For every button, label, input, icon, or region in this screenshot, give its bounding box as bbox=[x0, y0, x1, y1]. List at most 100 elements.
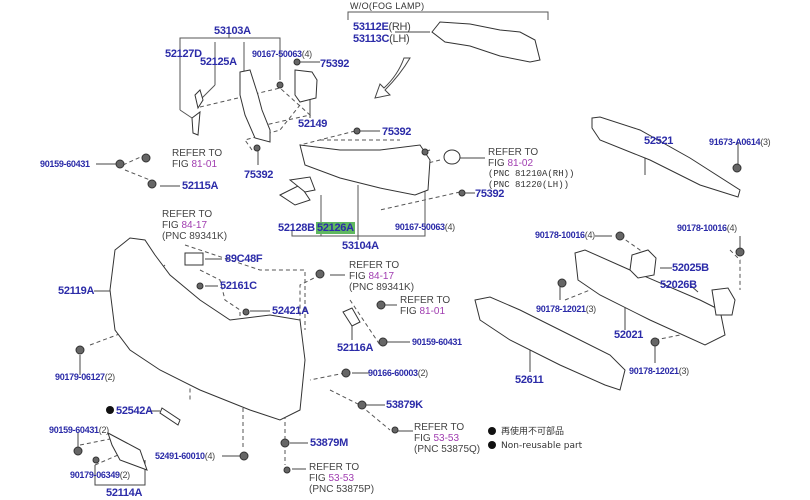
part-label-52161C[interactable]: 52161C bbox=[220, 280, 257, 292]
non-reusable-dot-icon bbox=[488, 427, 496, 435]
fastener bbox=[735, 247, 745, 257]
fig-link[interactable]: 53-53 bbox=[328, 473, 355, 484]
part-label-90179-06127[interactable]: 90179-06127(2) bbox=[55, 371, 115, 383]
part-label-52128B[interactable]: 52128B bbox=[278, 222, 315, 234]
quantity: (2) bbox=[104, 372, 115, 382]
part-label-90159-60431-c[interactable]: 90159-60431(2) bbox=[49, 424, 109, 436]
part-label-52119A[interactable]: 52119A bbox=[58, 285, 95, 297]
fig-link[interactable]: 84-17 bbox=[181, 220, 208, 231]
fig-link[interactable]: 81-02 bbox=[507, 158, 534, 169]
quantity: (4) bbox=[204, 451, 215, 461]
part-label-90167-50063-b[interactable]: 90167-50063(4) bbox=[395, 221, 455, 233]
refer-note-53-53-q[interactable]: REFER TO FIG 53-53 (PNC 53875Q) bbox=[414, 422, 480, 455]
part-number: 52491-60010 bbox=[155, 451, 205, 461]
part-label-90159-60431-b[interactable]: 90159-60431 bbox=[412, 337, 462, 347]
part-label-52116A[interactable]: 52116A bbox=[337, 342, 374, 354]
refer-note-84-17-a[interactable]: REFER TO FIG 84-17 (PNC 89341K) bbox=[162, 209, 227, 242]
part-label-52491-60010[interactable]: 52491-60010(4) bbox=[155, 450, 215, 462]
part-label-89C48F[interactable]: 89C48F bbox=[225, 253, 263, 265]
part-52542A bbox=[159, 407, 181, 426]
part-label-53112E[interactable]: 53112E(RH) bbox=[353, 21, 411, 33]
part-label-52542A[interactable]: 52542A bbox=[106, 405, 153, 417]
fig-link[interactable]: 81-01 bbox=[191, 159, 218, 170]
fastener bbox=[115, 159, 125, 169]
fastener bbox=[421, 148, 429, 156]
pnc-text: (PNC 81210A(RH)) bbox=[488, 169, 575, 179]
part-label-53879K[interactable]: 53879K bbox=[386, 399, 423, 411]
quantity: (4) bbox=[301, 49, 312, 59]
part-52026B bbox=[711, 287, 736, 316]
legend-item: 再使用不可部品 bbox=[488, 425, 582, 439]
part-label-52127D[interactable]: 52127D bbox=[165, 48, 202, 60]
refer-note-53-53-p[interactable]: REFER TO FIG 53-53 (PNC 53875P) bbox=[309, 462, 374, 495]
part-label-52114A[interactable]: 52114A bbox=[106, 487, 143, 499]
part-label-90178-10016-a[interactable]: 90178-10016(4) bbox=[535, 229, 595, 241]
part-number: 90178-12021 bbox=[536, 304, 586, 314]
fig-link[interactable]: 84-17 bbox=[368, 271, 395, 282]
part-52116A bbox=[342, 307, 361, 327]
part-label-53879M[interactable]: 53879M bbox=[310, 437, 348, 449]
part-label-52125A[interactable]: 52125A bbox=[200, 56, 237, 68]
part-number: 90167-50063 bbox=[395, 222, 445, 232]
part-label-90166-60003[interactable]: 90166-60003(2) bbox=[368, 367, 428, 379]
part-label-90178-12021-a[interactable]: 90178-12021(3) bbox=[536, 303, 596, 315]
part-52025B bbox=[629, 249, 657, 279]
non-reusable-dot-icon bbox=[488, 441, 496, 449]
part-fog-lamp bbox=[443, 149, 461, 165]
part-number: 90178-12021 bbox=[629, 366, 679, 376]
part-label-52521[interactable]: 52521 bbox=[644, 135, 674, 147]
part-label-53113C[interactable]: 53113C(LH) bbox=[353, 33, 410, 45]
bracket-53103A bbox=[179, 34, 281, 42]
refer-note-81-02[interactable]: REFER TO FIG 81-02 (PNC 81210A(RH)) (PNC… bbox=[488, 147, 574, 191]
part-label-52126A[interactable]: 52126A bbox=[316, 222, 355, 234]
part-label-53103A[interactable]: 53103A bbox=[214, 25, 251, 37]
part-label-90178-12021-b[interactable]: 90178-12021(3) bbox=[629, 365, 689, 377]
part-number: 90166-60003 bbox=[368, 368, 418, 378]
fig-link[interactable]: 81-01 bbox=[419, 306, 446, 317]
refer-note-81-01-b[interactable]: REFER TO FIG 81-01 bbox=[400, 295, 450, 317]
legend: 再使用不可部品 Non-reusable part bbox=[488, 425, 582, 453]
part-label-53104A[interactable]: 53104A bbox=[342, 240, 379, 252]
part-label-52026B[interactable]: 52026B bbox=[660, 279, 697, 291]
refer-note-84-17-b[interactable]: REFER TO FIG 84-17 (PNC 89341K) bbox=[349, 260, 414, 293]
quantity: (2) bbox=[119, 470, 130, 480]
fastener bbox=[283, 466, 291, 474]
pnc-text: (PNC 53875P) bbox=[309, 484, 375, 495]
part-label-52149[interactable]: 52149 bbox=[298, 118, 328, 130]
part-label-75392-b[interactable]: 75392 bbox=[382, 126, 412, 138]
fog-lamp-title: W/O(FOG LAMP) bbox=[350, 1, 425, 11]
part-number: 90179-06127 bbox=[55, 372, 105, 382]
part-label-52611[interactable]: 52611 bbox=[515, 374, 544, 386]
part-label-90167-50063-a[interactable]: 90167-50063(4) bbox=[252, 48, 312, 60]
fastener bbox=[147, 179, 157, 189]
part-label-75392-c[interactable]: 75392 bbox=[244, 169, 274, 181]
part-label-52115A[interactable]: 52115A bbox=[182, 180, 219, 192]
fastener bbox=[92, 456, 100, 464]
quantity: (4) bbox=[584, 230, 595, 240]
part-label-52421A[interactable]: 52421A bbox=[272, 305, 309, 317]
part-label-90179-06349[interactable]: 90179-06349(2) bbox=[70, 469, 130, 481]
part-number: 90178-10016 bbox=[535, 230, 585, 240]
fastener bbox=[376, 300, 386, 310]
side-label: (RH) bbox=[388, 21, 411, 33]
pnc-text: (PNC 81220(LH)) bbox=[488, 180, 570, 190]
part-label-52025B[interactable]: 52025B bbox=[672, 262, 709, 274]
pnc-text: (PNC 89341K) bbox=[162, 231, 228, 242]
part-label-52021[interactable]: 52021 bbox=[614, 329, 644, 341]
part-label-91673-A0614[interactable]: 91673-A0614(3) bbox=[709, 136, 771, 148]
part-number: 90179-06349 bbox=[70, 470, 120, 480]
part-number: 90159-60431 bbox=[49, 425, 99, 435]
part-label-75392-d[interactable]: 75392 bbox=[475, 188, 505, 200]
part-label-75392-a[interactable]: 75392 bbox=[320, 58, 350, 70]
fig-link[interactable]: 53-53 bbox=[433, 433, 460, 444]
non-reusable-dot-icon bbox=[106, 406, 114, 414]
fastener bbox=[280, 438, 290, 448]
part-number: 91673-A0614 bbox=[709, 137, 761, 147]
part-52521 bbox=[591, 116, 741, 198]
part-label-90159-60431-a[interactable]: 90159-60431 bbox=[40, 159, 90, 169]
fastener bbox=[242, 308, 250, 316]
refer-note-81-01-a[interactable]: REFER TO FIG 81-01 bbox=[172, 148, 222, 170]
part-label-90178-10016-b[interactable]: 90178-10016(4) bbox=[677, 222, 737, 234]
refer-to-text: REFER TO bbox=[414, 422, 465, 433]
part-number: 53112E bbox=[353, 21, 389, 33]
